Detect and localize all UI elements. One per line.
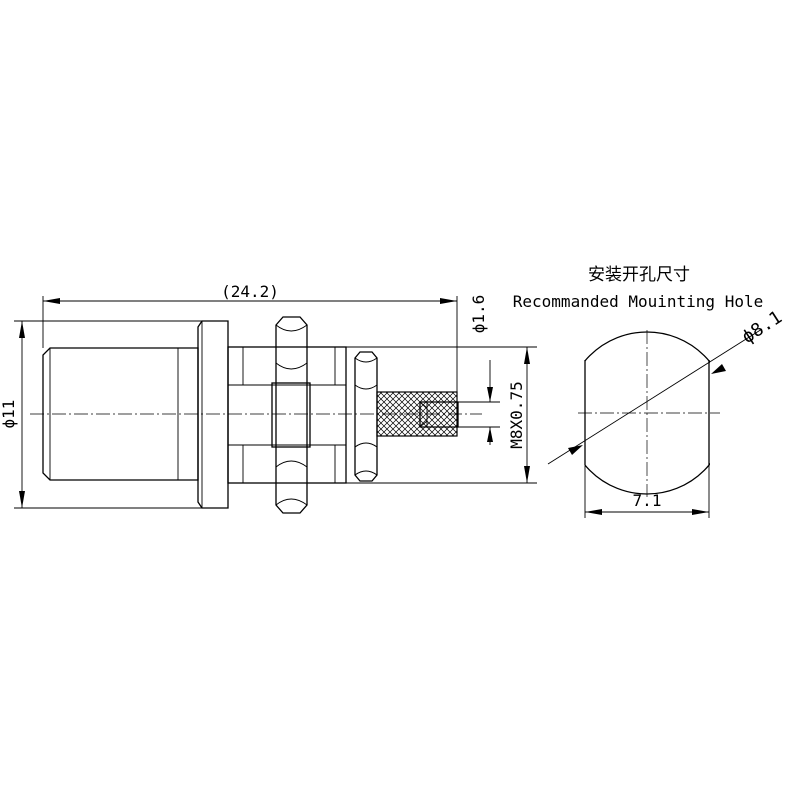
threaded-shank	[227, 346, 347, 484]
body-diameter-label: ϕ11	[0, 400, 18, 429]
mounting-hole-title-cn: 安装开孔尺寸	[588, 265, 690, 285]
front-hex-nut	[354, 351, 378, 482]
connector-side-view	[30, 316, 482, 514]
mounting-hole-view: 安装开孔尺寸 Recommanded Mouinting Hole ϕ8.1 7…	[513, 265, 786, 518]
hole-diameter-label: ϕ8.1	[738, 307, 786, 348]
lock-washer	[271, 382, 311, 448]
mounting-hole-title-en: Recommanded Mouinting Hole	[513, 292, 763, 311]
crimp-ferrule	[376, 391, 459, 437]
hex-nut	[275, 316, 308, 514]
dim-overall-length: (24.2)	[42, 282, 458, 392]
hole-flat-width-label: 7.1	[633, 491, 662, 510]
dim-body-diameter: ϕ11	[0, 320, 202, 509]
pin-diameter-label: ϕ1.6	[469, 295, 488, 334]
dim-pin-diameter: ϕ1.6	[458, 295, 500, 445]
overall-length-label: (24.2)	[221, 282, 279, 301]
thread-label: M8X0.75	[507, 381, 526, 448]
dim-thread: M8X0.75	[337, 346, 537, 484]
flange	[197, 320, 229, 509]
